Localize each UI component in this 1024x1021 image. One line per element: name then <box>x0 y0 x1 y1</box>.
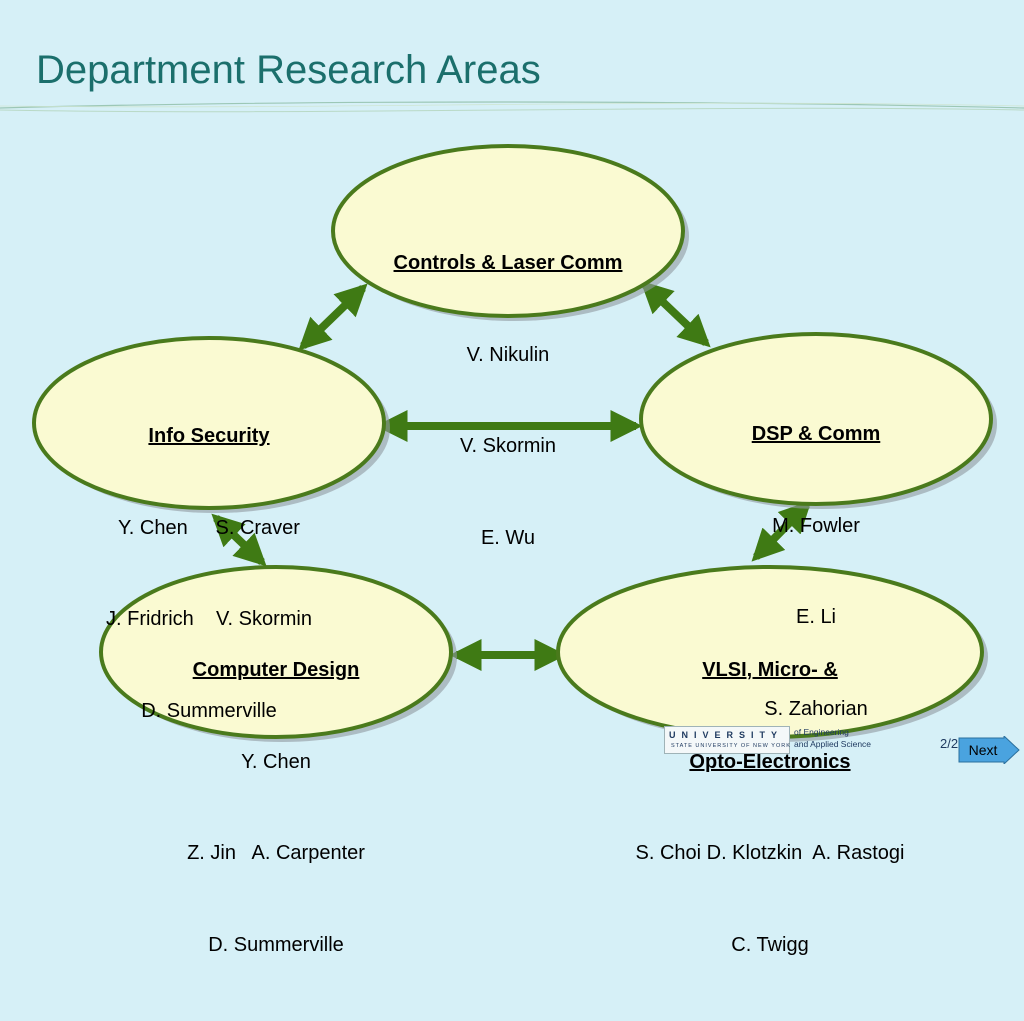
member-name: S. Choi D. Klotzkin A. Rastogi <box>635 842 905 864</box>
slide: Department Research Areas Contr <box>0 48 1024 956</box>
member-name: E. Wu <box>480 526 536 549</box>
node-computer-design-text: Computer Design Y. Chen Z. Jin A. Carpen… <box>106 594 446 1021</box>
member-name: D. Summerville <box>141 699 277 722</box>
link-controls-infosec <box>298 283 368 351</box>
node-heading: Info Security <box>148 425 270 447</box>
logo-school-name: of Engineering and Applied Science <box>794 727 872 749</box>
node-controls <box>331 144 685 318</box>
page-number: 2/2 <box>940 736 959 751</box>
node-computer-design <box>99 565 453 739</box>
link-dsp-vlsi <box>751 500 812 562</box>
next-button-label: Next <box>968 742 998 758</box>
node-controls-text: Controls & Laser Comm V. Nikulin V. Skor… <box>338 187 678 614</box>
member-name: D. Summerville <box>208 933 344 956</box>
node-heading: Computer Design <box>192 659 360 681</box>
link-controls-dsp <box>640 280 711 348</box>
member-name: E. Li <box>795 606 837 628</box>
member-name: C. Twigg <box>731 933 809 956</box>
member-name: J. Fridrich V. Skormin <box>106 608 312 630</box>
node-info-security <box>32 336 386 510</box>
node-heading: VLSI, Micro- & <box>702 659 838 681</box>
node-heading: Controls & Laser Comm <box>393 252 623 274</box>
university-logo: UNIVERSITY STATE UNIVERSITY OF NEW YORK … <box>664 726 890 754</box>
node-dsp <box>639 332 993 506</box>
node-heading-line2: Opto-Electronics <box>689 750 851 773</box>
next-arrow-icon <box>958 736 1020 764</box>
member-name: Z. Jin A. Carpenter <box>187 842 365 864</box>
member-name: S. Zahorian <box>764 697 868 720</box>
member-name: Y. Chen S. Craver <box>118 516 300 539</box>
node-heading: DSP & Comm <box>751 423 881 445</box>
next-button[interactable]: Next <box>958 736 1020 764</box>
node-vlsi-text: VLSI, Micro- & Opto-Electronics S. Choi … <box>580 594 960 1021</box>
member-name: M. Fowler <box>772 514 860 537</box>
member-name: Y. Chen <box>241 750 311 773</box>
title-underline <box>0 101 1024 113</box>
logo-subtitle: STATE UNIVERSITY OF NEW YORK <box>671 743 791 749</box>
member-name: V. Nikulin <box>466 343 550 366</box>
page-title: Department Research Areas <box>36 48 541 92</box>
logo-wordmark: UNIVERSITY <box>669 730 784 740</box>
node-info-security-text: Info Security Y. Chen S. Craver J. Fridr… <box>39 360 379 787</box>
node-dsp-text: DSP & Comm M. Fowler E. Li S. Zahorian <box>646 358 986 785</box>
link-infosec-computer <box>211 513 267 567</box>
research-diagram <box>32 144 997 742</box>
member-name: V. Skormin <box>460 435 556 457</box>
